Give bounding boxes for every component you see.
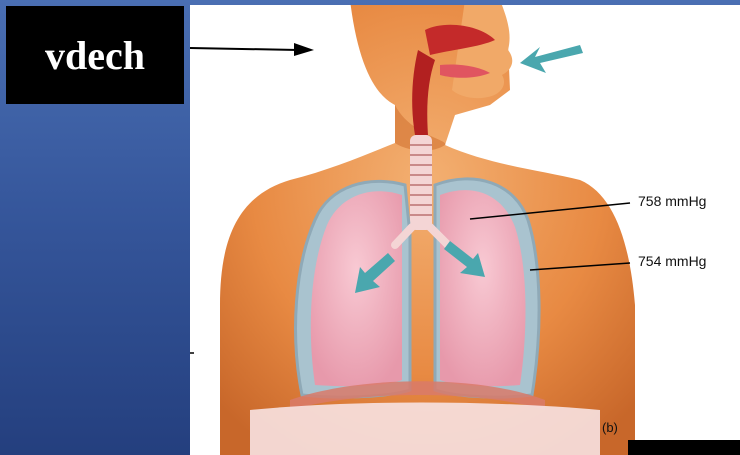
respiratory-diagram-panel: 758 mmHg 754 mmHg (b)	[190, 5, 740, 455]
left-pointing-arrow	[190, 38, 320, 58]
pressure-label-754: 754 mmHg	[638, 253, 706, 269]
slide-title: vdech	[45, 32, 145, 79]
figure-letter: (b)	[602, 420, 618, 435]
respiratory-illustration	[190, 5, 740, 455]
nose-airflow-arrow	[520, 45, 583, 73]
corner-black-block	[628, 440, 740, 455]
abdomen-area	[250, 403, 600, 455]
trachea	[410, 135, 432, 230]
slide-title-box: vdech	[6, 6, 184, 104]
pressure-label-758: 758 mmHg	[638, 193, 706, 209]
